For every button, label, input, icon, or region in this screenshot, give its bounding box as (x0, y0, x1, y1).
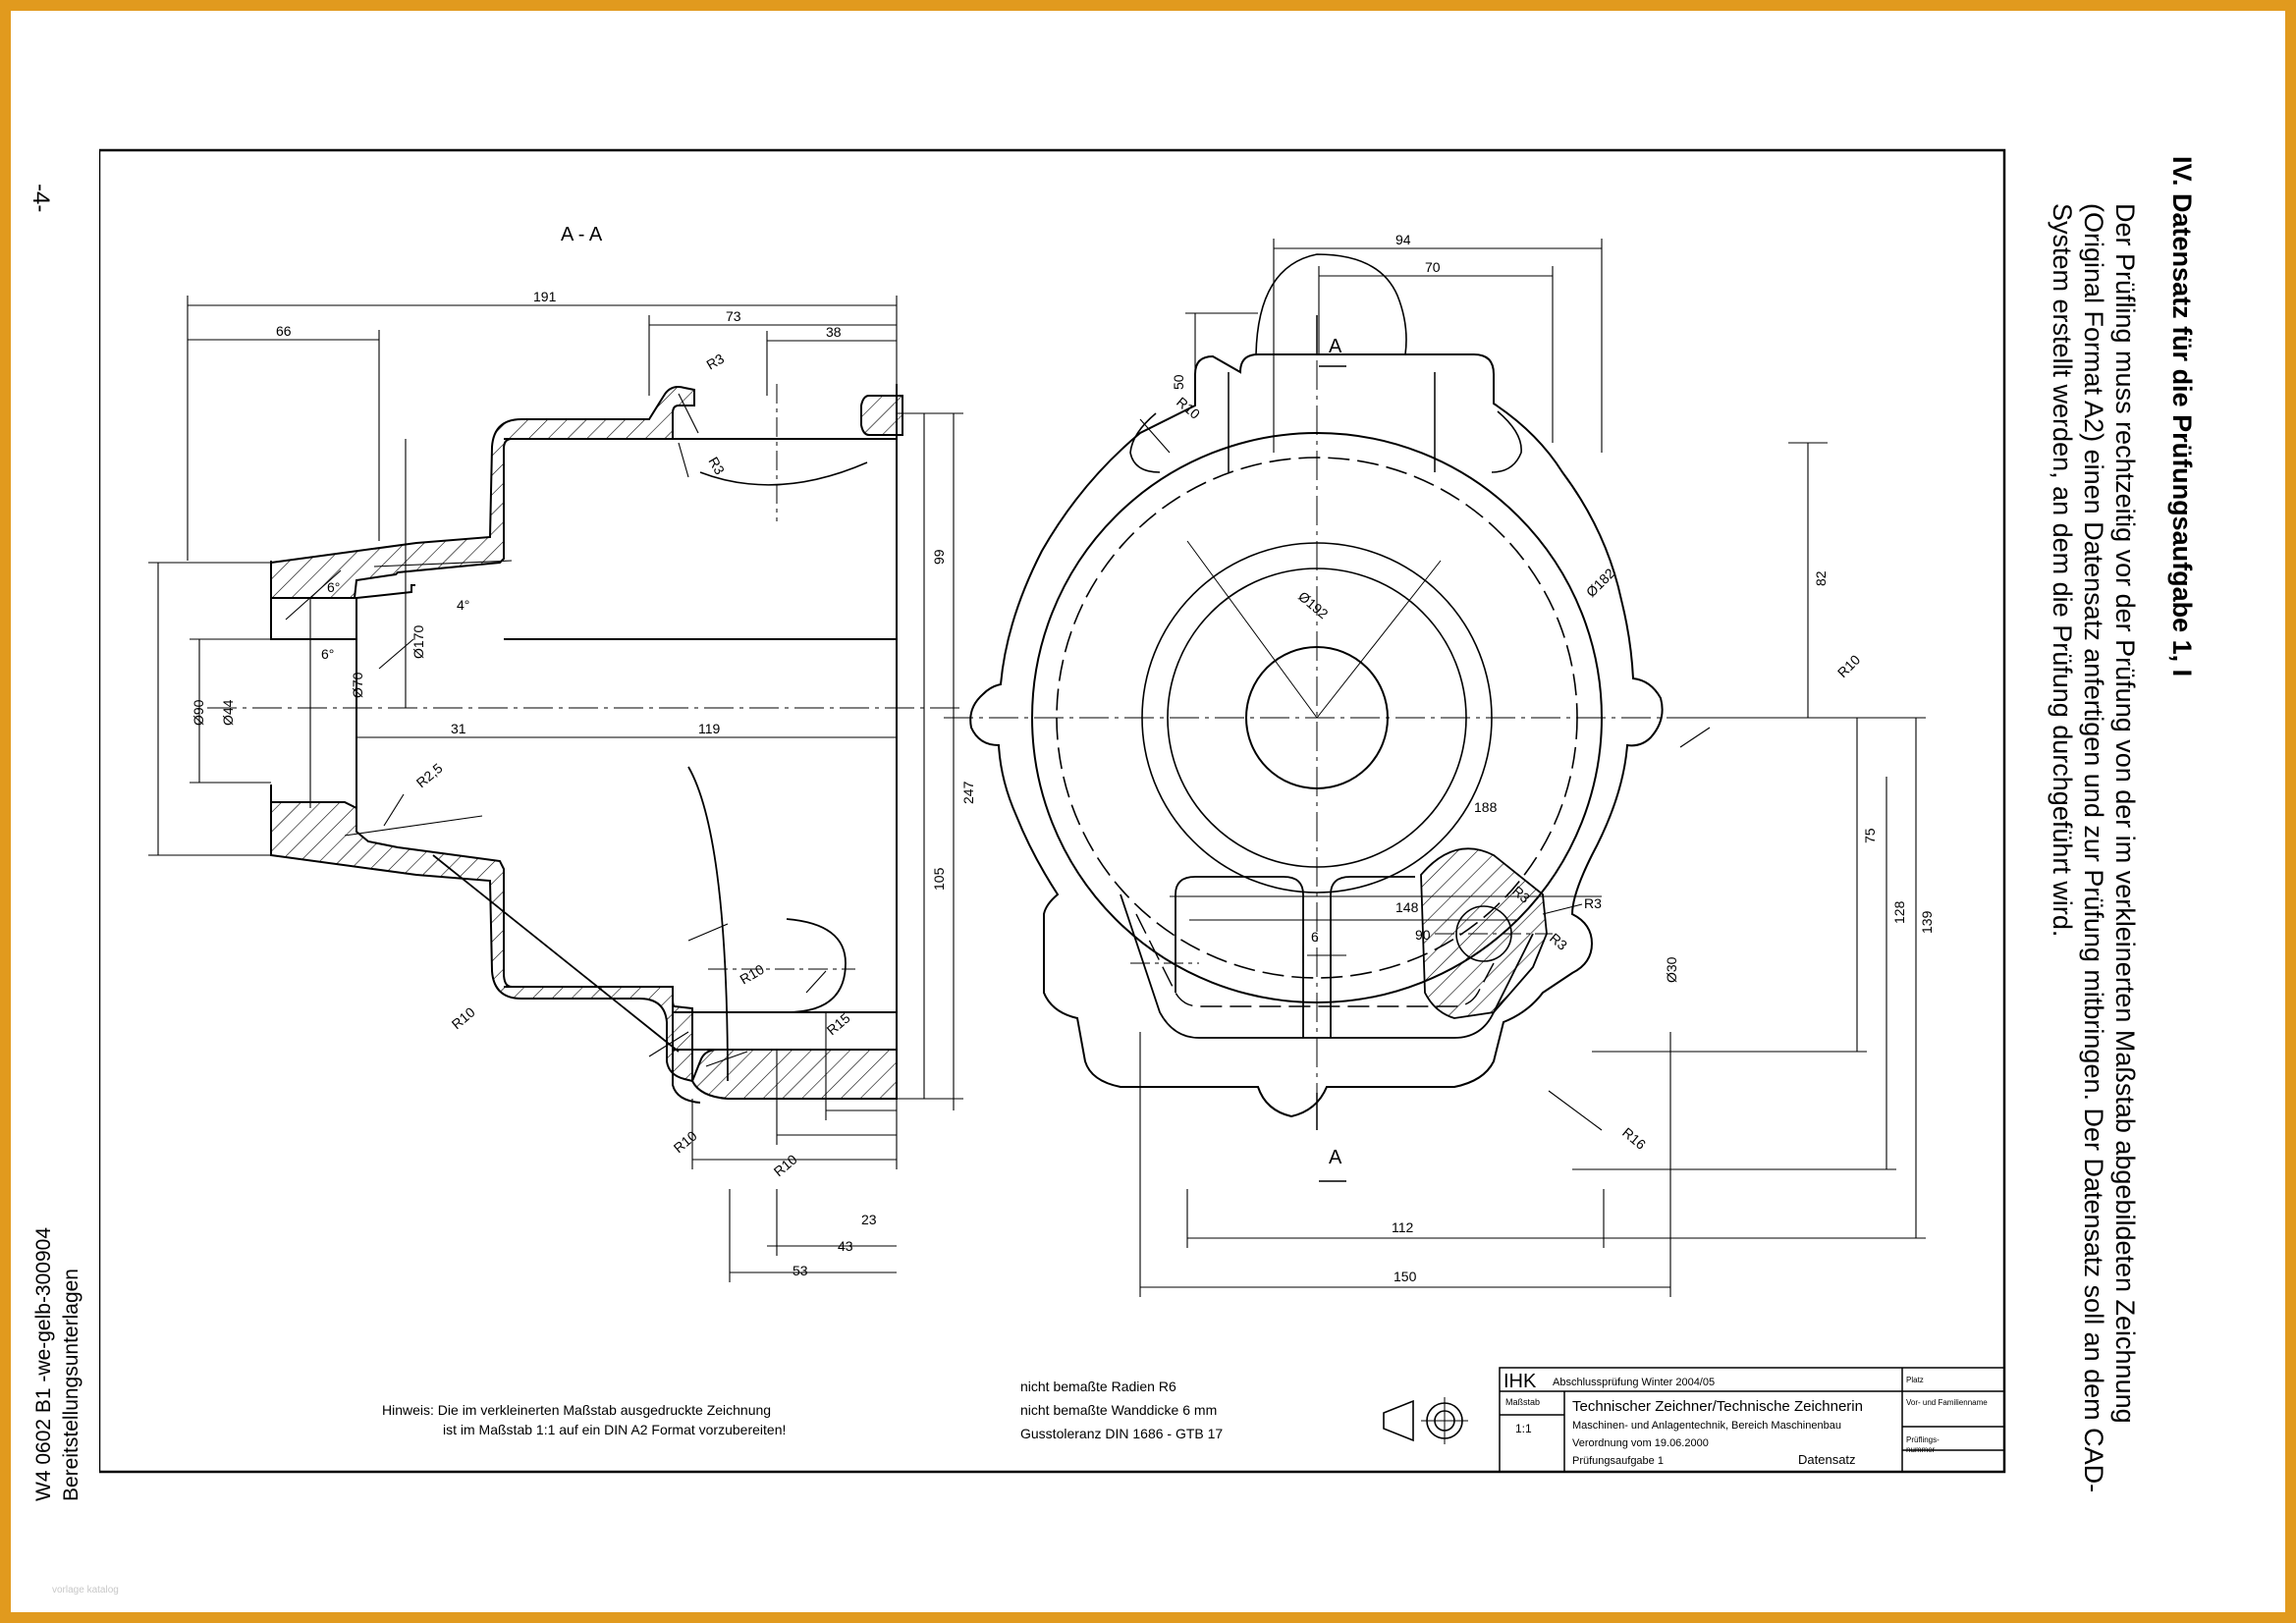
dim-128: 128 (1891, 900, 1907, 924)
ihk-logo-text: IHK (1503, 1371, 1537, 1392)
watermark: vorlage katalog (52, 1585, 119, 1596)
spec-line-1: nicht bemaßte Radien R6 (1020, 1379, 1176, 1394)
scale-value: 1:1 (1515, 1422, 1532, 1435)
body-line-3: System erstellt werden, an dem die Prüfu… (2048, 203, 2077, 938)
dim-r10-d: R10 (771, 1151, 800, 1179)
dim-d192: Ø192 (1295, 588, 1332, 622)
body-line-2: (Original Format A2) einen Datensatz anf… (2079, 203, 2108, 1493)
dim-r10-right: R10 (1834, 651, 1864, 680)
front-view: 94 70 50 R10 Ø192 Ø182 82 R10 188 75 148… (944, 232, 1935, 1297)
dim-31: 31 (451, 721, 466, 736)
title-block-field-4: nummer (1906, 1445, 1936, 1454)
dim-r15: R15 (824, 1009, 853, 1038)
dim-r3-a: R3 (704, 351, 728, 373)
dim-94: 94 (1395, 232, 1411, 247)
dim-139: 139 (1919, 910, 1935, 934)
title-block-field-3: Prüflings- (1906, 1435, 1940, 1444)
dim-r10-top: R10 (1174, 394, 1203, 422)
section-heading: IV. Datensatz für die Prüfungsaufgabe 1,… (2167, 156, 2197, 677)
body-line-1: Der Prüfling muss rechtzeitig vor der Pr… (2110, 203, 2140, 1424)
dim-105: 105 (931, 867, 947, 891)
exam-title: Abschlussprüfung Winter 2004/05 (1553, 1377, 1715, 1388)
dim-75: 75 (1862, 828, 1878, 843)
dim-r10-b: R10 (738, 961, 767, 988)
dim-d30: Ø30 (1664, 956, 1679, 983)
dim-6: 6 (1311, 929, 1319, 945)
dim-66: 66 (276, 323, 292, 339)
dim-38: 38 (826, 324, 842, 340)
dim-53: 53 (793, 1263, 808, 1278)
dim-angle-6-a: 6° (327, 579, 340, 595)
dim-188: 188 (1474, 799, 1498, 815)
spec-line-3: Gusstoleranz DIN 1686 - GTB 17 (1020, 1426, 1223, 1441)
dim-82: 82 (1813, 570, 1829, 586)
dim-73: 73 (726, 308, 741, 324)
dim-r3-b: R3 (705, 455, 728, 478)
task: Prüfungsaufgabe 1 (1572, 1455, 1664, 1467)
hint-line-2: ist im Maßstab 1:1 auf ein DIN A2 Format… (443, 1422, 786, 1437)
dim-150: 150 (1394, 1269, 1417, 1284)
spec-line-2: nicht bemaßte Wanddicke 6 mm (1020, 1402, 1217, 1418)
projection-symbol-icon (1383, 1397, 1468, 1444)
dim-70: 70 (1425, 259, 1441, 275)
field: Maschinen- und Anlagentechnik, Bereich M… (1572, 1420, 1841, 1432)
scale-label: Maßstab (1505, 1397, 1540, 1407)
dataset-label: Datensatz (1798, 1452, 1856, 1467)
dim-d170: Ø170 (410, 625, 426, 659)
title-block (1499, 1367, 2005, 1473)
dim-99: 99 (931, 549, 947, 565)
section-label: A - A (561, 224, 603, 245)
dim-angle-6-b: 6° (321, 646, 334, 662)
title-block-field-1: Platz (1906, 1376, 1924, 1384)
drawing-frame (99, 148, 2006, 1474)
page-number: -4- (27, 184, 54, 213)
dim-23: 23 (861, 1212, 877, 1227)
technical-drawing: A - A (99, 148, 2006, 1474)
dim-d44: Ø44 (220, 699, 236, 726)
dim-r3-a: R3 (1584, 895, 1602, 911)
dim-50: 50 (1171, 374, 1186, 390)
side-label-1: Bereitstellungsunterlagen (60, 1269, 82, 1501)
dim-r10-a: R10 (449, 1003, 478, 1032)
decree: Verordnung vom 19.06.2000 (1572, 1437, 1709, 1449)
dim-r25: R2,5 (413, 760, 446, 790)
hint-line-1: Hinweis: Die im verkleinerten Maßstab au… (382, 1402, 771, 1418)
section-marker-bottom: A (1329, 1147, 1342, 1168)
title-block-field-2: Vor- und Familienname (1906, 1398, 1988, 1407)
dim-247: 247 (960, 781, 976, 804)
dim-r10-c: R10 (671, 1127, 700, 1156)
dim-d90: Ø90 (191, 699, 206, 726)
profession: Technischer Zeichner/Technische Zeichner… (1572, 1398, 1863, 1415)
section-marker-top: A (1329, 336, 1342, 357)
dim-119: 119 (698, 721, 721, 736)
section-view: A - A (148, 224, 976, 1282)
dim-148: 148 (1395, 899, 1419, 915)
dim-191: 191 (533, 289, 557, 304)
dim-90: 90 (1415, 927, 1431, 943)
dim-d70: Ø70 (350, 672, 365, 698)
dim-angle-4: 4° (457, 597, 469, 613)
side-label-2: W4 0602 B1 -we-gelb-300904 (32, 1226, 55, 1501)
dim-r16: R16 (1619, 1124, 1649, 1153)
dim-112: 112 (1392, 1219, 1414, 1235)
